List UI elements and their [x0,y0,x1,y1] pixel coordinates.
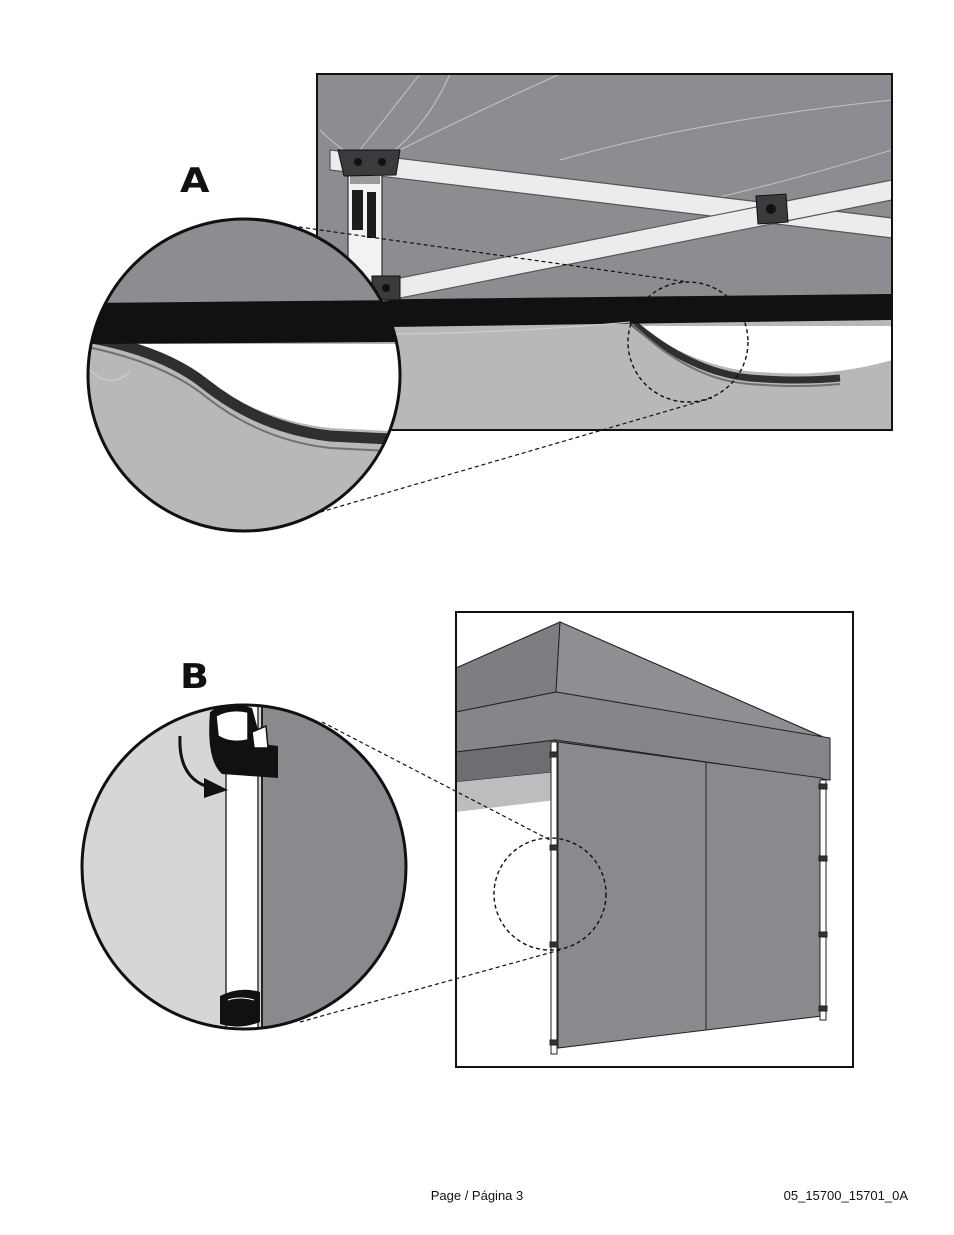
figure-a-label: A [180,164,209,198]
velcro-strap-bottom [220,990,260,1027]
figure-b-zoom-circle [80,700,412,1040]
figure-b-main-panel [456,612,853,1067]
document-code: 05_15700_15701_0A [784,1188,908,1203]
figure-a-main-panel [317,74,892,430]
figure-b-label: B [180,660,209,694]
frame-bracket-top [338,150,400,176]
frame-bracket-center [756,194,788,224]
